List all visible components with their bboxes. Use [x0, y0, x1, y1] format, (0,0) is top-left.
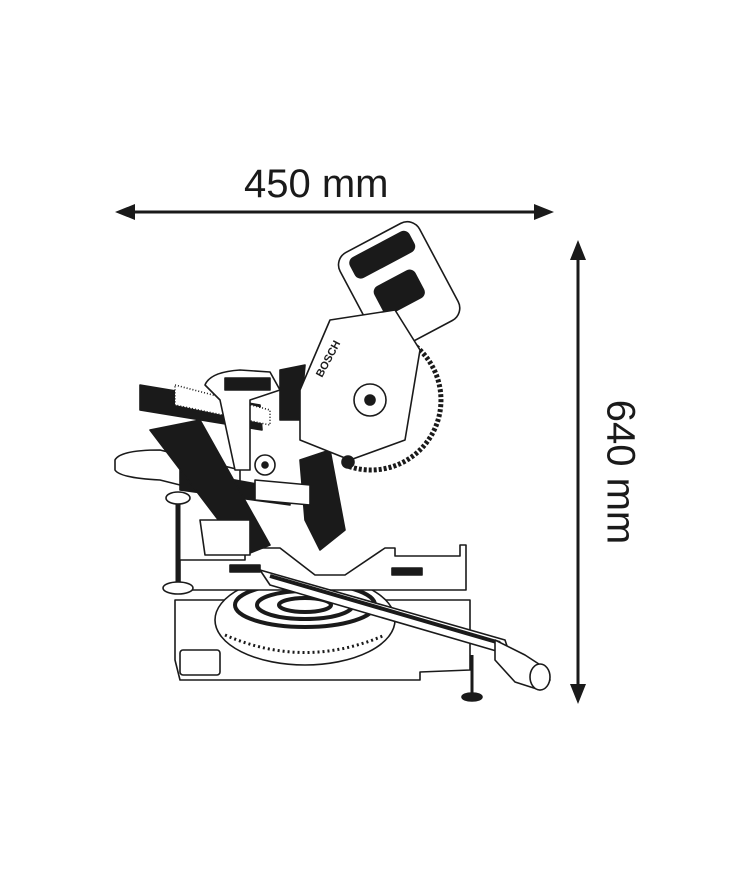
- width-dimension-label: 450 mm: [244, 162, 389, 206]
- blade-guard: [299, 309, 421, 461]
- miter-saw-illustration: BOSCH: [114, 220, 551, 702]
- width-dimension-arrow: [115, 204, 554, 220]
- knob: [529, 663, 551, 691]
- height-dimension-label: 640 mm: [598, 399, 643, 545]
- operating-handle: [204, 369, 281, 471]
- height-dimension-arrow: [570, 240, 586, 704]
